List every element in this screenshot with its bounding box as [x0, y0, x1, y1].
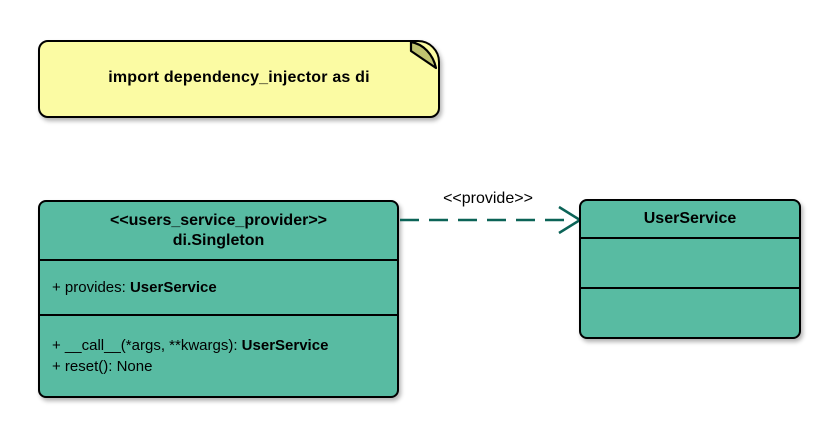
- userservice-class-box: UserService: [579, 199, 801, 339]
- provider-methods-section: + __call__(*args, **kwargs): UserService…: [40, 314, 397, 396]
- method-call-text: + __call__(*args, **kwargs):: [52, 337, 242, 354]
- provider-class-stereotype: <<users_service_provider>>: [109, 211, 328, 229]
- method-call: + __call__(*args, **kwargs): UserService: [52, 335, 397, 356]
- method-reset-text: + reset(): None: [52, 358, 153, 375]
- provide-stereotype-label: <<provide>>: [443, 190, 533, 207]
- provide-arrow: [400, 205, 583, 235]
- method-call-type: UserService: [241, 337, 329, 354]
- folded-corner-icon: [409, 40, 438, 70]
- userservice-class-name: UserService: [643, 210, 737, 227]
- import-note: import dependency_injector as di: [38, 40, 440, 118]
- userservice-methods-section: [581, 287, 799, 337]
- method-reset: + reset(): None: [52, 356, 397, 377]
- userservice-attributes-section: [581, 237, 799, 287]
- provider-class-name: di.Singleton: [172, 231, 265, 249]
- attribute-provides: + provides: UserService: [52, 277, 397, 298]
- userservice-class-header: UserService: [581, 201, 799, 237]
- provider-attributes-section: + provides: UserService: [40, 259, 397, 314]
- import-note-text: import dependency_injector as di: [108, 69, 370, 86]
- attribute-provides-type: UserService: [129, 279, 217, 296]
- attribute-provides-text: + provides:: [52, 279, 130, 296]
- provider-class-header: <<users_service_provider>> di.Singleton: [40, 202, 397, 259]
- provider-class-box: <<users_service_provider>> di.Singleton …: [38, 200, 399, 398]
